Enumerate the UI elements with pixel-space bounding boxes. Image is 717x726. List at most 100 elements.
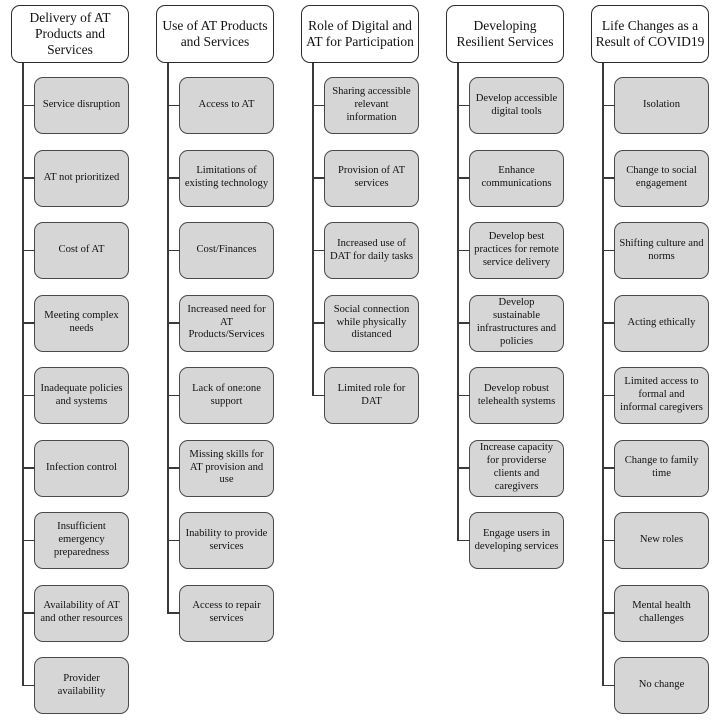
column-items: Service disruption AT not prioritized Co…	[21, 77, 129, 714]
connector-tick	[456, 467, 470, 469]
item-node: Provider availability	[21, 657, 129, 714]
item-node: Meeting complex needs	[21, 294, 129, 352]
connector-tick	[21, 177, 35, 179]
connector-tick	[166, 322, 180, 324]
item-label: Develop sustainable infrastructures and …	[476, 297, 557, 347]
connector-line	[167, 62, 169, 613]
connector-tick	[311, 322, 325, 324]
connector-tick	[21, 104, 35, 107]
item-node: Lack of one:one support	[166, 367, 274, 424]
connector-tick	[21, 249, 35, 252]
item-label: Limited role for DAT	[337, 382, 406, 407]
item-node: Cost/Finances	[166, 222, 274, 279]
item-node: Acting ethically	[601, 294, 709, 352]
item-node: Increased need for AT Products/Services	[166, 294, 274, 352]
item-label: Enhance communications	[481, 165, 552, 189]
connector-tick	[456, 322, 470, 324]
item-node: Develop sustainable infrastructures and …	[456, 294, 564, 352]
item-label: Develop best practices for remote servic…	[474, 231, 559, 268]
item-label: Availability of AT and other resources	[40, 600, 123, 624]
item-label: Change to social engagement	[626, 165, 697, 189]
item-label: Meeting complex needs	[44, 310, 119, 334]
item-node: Limited access to formal and informal ca…	[601, 367, 709, 424]
item-node: Engage users in developing services	[456, 512, 564, 569]
connector-tick	[21, 684, 35, 687]
item-node: Availability of AT and other resources	[21, 584, 129, 642]
item-label: Infection control	[46, 461, 117, 473]
connector-tick	[21, 539, 35, 542]
connector-tick	[21, 467, 35, 469]
item-node: Inadequate policies and systems	[21, 367, 129, 424]
item-label: Limitations of existing technology	[184, 165, 269, 189]
connector-tick	[601, 467, 615, 469]
connector-tick	[456, 249, 470, 252]
connector-tick	[166, 539, 180, 542]
item-label: Lack of one:one support	[192, 382, 261, 407]
column-title: Developing Resilient Services	[456, 18, 554, 49]
connector-tick	[456, 104, 470, 107]
column-header: Role of Digital and AT for Participation	[301, 5, 419, 63]
item-node: Inability to provide services	[166, 512, 274, 569]
item-label: Access to AT	[198, 99, 255, 111]
column-items: Access to AT Limitations of existing tec…	[166, 77, 274, 642]
item-label: Inability to provide services	[185, 527, 268, 552]
item-node: Develop accessible digital tools	[456, 77, 564, 134]
connector-tick	[166, 467, 180, 469]
connector-tick	[601, 177, 615, 179]
item-node: Social connection while physically dista…	[311, 294, 419, 352]
item-label: Acting ethically	[627, 316, 696, 328]
item-node: Service disruption	[21, 77, 129, 134]
connector-tick	[311, 177, 325, 179]
item-node: Access to repair services	[166, 584, 274, 642]
item-node: Sharing accessible relevant information	[311, 77, 419, 134]
diagram-column: Delivery of AT Products and Services Ser…	[11, 5, 129, 714]
item-label: Social connection while physically dista…	[333, 303, 410, 341]
connector-line	[22, 62, 24, 686]
connector-tick	[601, 104, 615, 107]
column-items: Isolation Change to social engagement Sh…	[601, 77, 709, 714]
column-title: Role of Digital and AT for Participation	[306, 18, 414, 49]
connector-tick	[166, 612, 180, 614]
column-title: Delivery of AT Products and Services	[29, 10, 111, 57]
connector-tick	[21, 612, 35, 614]
item-node: Limitations of existing technology	[166, 149, 274, 207]
connector-line	[312, 62, 314, 396]
connector-tick	[456, 394, 470, 397]
item-node: Change to family time	[601, 439, 709, 497]
diagram-column: Developing Resilient Services Develop ac…	[446, 5, 564, 569]
connector-tick	[21, 322, 35, 324]
connector-tick	[456, 177, 470, 179]
item-label: Engage users in developing services	[474, 527, 559, 552]
item-label: New roles	[639, 534, 684, 546]
item-label: Increased need for AT Products/Services	[187, 303, 266, 341]
column-title: Use of AT Products and Services	[162, 18, 268, 49]
item-node: Increase capacity for providerse clients…	[456, 439, 564, 497]
diagram-column: Use of AT Products and Services Access t…	[156, 5, 274, 642]
connector-tick	[601, 394, 615, 397]
connector-tick	[601, 612, 615, 614]
connector-line	[602, 62, 604, 686]
connector-tick	[311, 394, 325, 397]
item-node: New roles	[601, 512, 709, 569]
item-node: Infection control	[21, 439, 129, 497]
item-label: Develop robust telehealth systems	[477, 382, 556, 407]
item-node: AT not prioritized	[21, 149, 129, 207]
item-label: Develop accessible digital tools	[475, 92, 558, 117]
item-label: No change	[638, 679, 685, 691]
column-items: Develop accessible digital tools Enhance…	[456, 77, 564, 569]
connector-line	[457, 62, 459, 541]
item-label: Sharing accessible relevant information	[332, 86, 411, 123]
item-label: Cost of AT	[58, 244, 105, 256]
item-node: Mental health challenges	[601, 584, 709, 642]
item-label: Provision of AT services	[337, 165, 406, 189]
item-label: Mental health challenges	[632, 600, 691, 624]
connector-tick	[601, 684, 615, 687]
item-label: Limited access to formal and informal ca…	[620, 376, 703, 413]
connector-tick	[21, 394, 35, 397]
connector-tick	[166, 249, 180, 252]
item-label: Insufficient emergency preparedness	[53, 521, 110, 558]
item-label: Inadequate policies and systems	[40, 382, 123, 407]
item-node: Limited role for DAT	[311, 367, 419, 424]
column-header: Delivery of AT Products and Services	[11, 5, 129, 63]
connector-tick	[311, 249, 325, 252]
